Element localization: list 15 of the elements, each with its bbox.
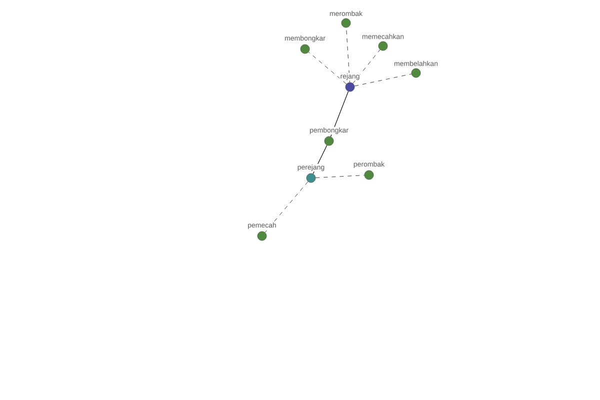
connector-line xyxy=(352,49,380,84)
word-node xyxy=(324,136,334,146)
word-node xyxy=(364,170,374,180)
word-node xyxy=(378,41,388,51)
word-node xyxy=(341,18,351,28)
word-node xyxy=(411,68,421,78)
connector-line xyxy=(308,52,347,84)
connector-line xyxy=(354,74,412,86)
word-node xyxy=(306,173,316,183)
connector-line xyxy=(264,181,308,233)
word-node xyxy=(300,44,310,54)
connector-line xyxy=(346,28,350,83)
connector-line xyxy=(316,175,364,178)
word-node xyxy=(257,231,267,241)
word-node xyxy=(345,82,355,92)
